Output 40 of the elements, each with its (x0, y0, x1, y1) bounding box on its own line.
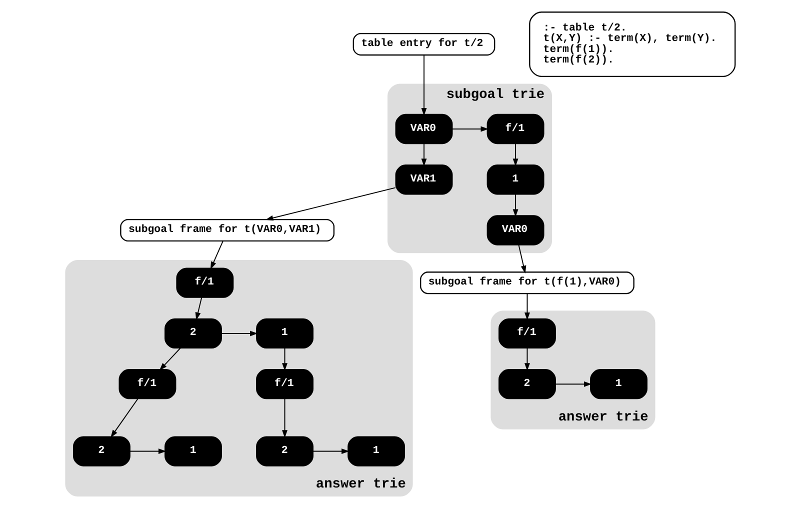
arrow (221, 330, 258, 336)
node-box: VAR0 (486, 215, 544, 246)
arrow (129, 448, 166, 454)
arrow (554, 381, 592, 387)
node-box: 2 (498, 369, 556, 400)
arrow (512, 194, 518, 218)
arrow (159, 348, 181, 370)
node-box: 2 (72, 436, 130, 466)
node-box: 2 (256, 436, 314, 466)
node-box: 1 (590, 369, 648, 400)
node-box: :- table t/2. t(X,Y) :- term(X), term(Y). term(f(1)). term(f(2)). (529, 12, 736, 77)
arrow (524, 348, 530, 371)
arrow (195, 297, 202, 320)
arrow (312, 448, 350, 454)
arrow (282, 348, 288, 371)
node-box: 1 (256, 318, 314, 349)
arrow (110, 398, 138, 438)
node-box: f/1 (176, 268, 234, 298)
node-box: f/1 (118, 369, 176, 400)
node-box: VAR1 (395, 164, 453, 195)
arrow (421, 54, 427, 116)
arrow (421, 143, 427, 166)
arrow (524, 293, 530, 320)
node-box: subgoal frame for t(f(1),VAR0) (420, 272, 634, 294)
node-box: table entry for t/2 (352, 32, 496, 56)
node-box: f/1 (486, 114, 544, 144)
arrow (265, 187, 396, 221)
node-box: 1 (348, 436, 406, 466)
arrow (452, 126, 489, 132)
node-box: subgoal frame for t(VAR0,VAR1) (120, 218, 335, 242)
node-box: 1 (486, 164, 544, 195)
arrow (512, 143, 518, 166)
node-box: VAR0 (395, 114, 453, 144)
node-box: 2 (164, 318, 222, 349)
arrow (210, 240, 224, 270)
arrow (282, 398, 288, 438)
node-box: f/1 (498, 318, 556, 349)
node-box: f/1 (256, 369, 314, 400)
arrow (518, 244, 526, 274)
node-box: 1 (164, 436, 222, 466)
